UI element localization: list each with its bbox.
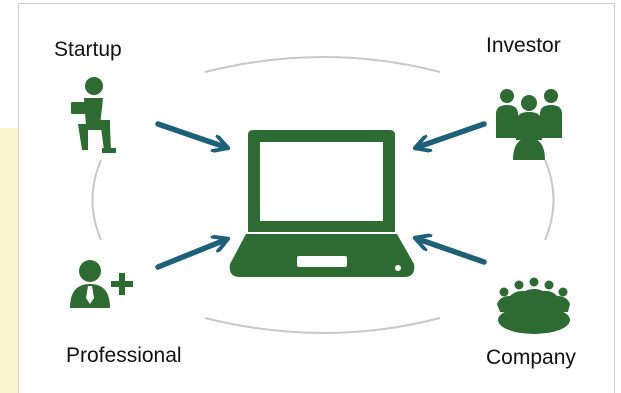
surrounding-ring	[91, 56, 555, 334]
arrow-investor-to-laptop	[418, 121, 487, 147]
arrow-company-to-laptop	[418, 239, 487, 265]
professional-plus-horizontal	[111, 281, 133, 287]
professional-tie	[86, 286, 94, 304]
company-label: Company	[486, 346, 576, 369]
crowd-meeting-icon	[497, 277, 570, 334]
laptop-screen	[248, 130, 395, 232]
startup-laptop	[71, 102, 87, 114]
company-head-1	[499, 287, 509, 297]
investor-body-right	[540, 105, 562, 138]
startup-thigh	[86, 120, 110, 130]
startup-head	[85, 77, 103, 95]
person-with-plus-icon	[70, 260, 133, 308]
laptop-base	[229, 234, 415, 277]
startup-chair	[78, 124, 88, 150]
ring-arc-right	[544, 159, 555, 241]
laptop-icon	[229, 130, 415, 277]
investor-head-left	[500, 89, 514, 103]
yellow-strip	[0, 128, 18, 393]
person-at-laptop-icon	[71, 77, 116, 153]
connector-arrows	[155, 121, 487, 270]
investor-label: Investor	[486, 34, 561, 57]
investor-head-center	[521, 95, 537, 111]
startup-shin	[101, 128, 111, 150]
ring-arc-left	[91, 159, 102, 241]
laptop-trackpad	[297, 256, 347, 267]
company-head-5	[558, 287, 568, 297]
startup-label: Startup	[54, 38, 122, 61]
investor-head-right	[544, 89, 558, 103]
arrow-startup-to-laptop	[155, 121, 225, 147]
ring-arc-top	[204, 56, 441, 73]
company-head-3	[529, 277, 539, 287]
investor-head-front	[520, 118, 538, 136]
company-bodies	[497, 289, 570, 312]
company-head-2	[514, 280, 524, 290]
company-head-4	[544, 280, 554, 290]
investor-body-front	[513, 138, 545, 160]
ring-arc-bottom	[204, 317, 441, 334]
startup-foot	[102, 148, 116, 153]
professional-label: Professional	[66, 344, 182, 367]
laptop-power-light	[395, 265, 401, 271]
group-of-people-icon	[496, 89, 562, 160]
startup-torso	[84, 98, 103, 126]
arrow-professional-to-laptop	[155, 240, 225, 270]
investor-body-left	[496, 105, 518, 138]
professional-head	[79, 260, 101, 282]
company-table	[498, 306, 570, 334]
